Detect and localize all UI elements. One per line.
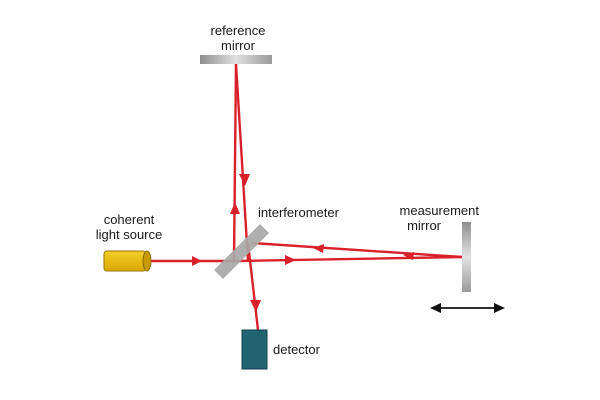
- laser-beams: [150, 63, 463, 331]
- arrowhead-left-return-a: [313, 244, 324, 253]
- arrowhead-down-reference: [239, 174, 250, 186]
- beam-arrowheads: [192, 174, 414, 312]
- arrowhead-up: [230, 202, 240, 214]
- light-source-label-line2: light source: [96, 227, 162, 242]
- beam-splitter-to-detector: [246, 242, 260, 331]
- reference-mirror: [200, 55, 272, 64]
- reference-mirror-label-line1: reference: [211, 23, 266, 38]
- light-source-label-line1: coherent: [104, 212, 155, 227]
- detector-label: detector: [273, 342, 321, 357]
- arrowhead-right-source: [192, 256, 202, 266]
- reference-mirror-label-line2: mirror: [221, 38, 256, 53]
- arrowhead-right-measurement: [285, 255, 296, 265]
- arrowhead-down-detector: [250, 300, 261, 312]
- measurement-mirror-label-line2: mirror: [407, 218, 442, 233]
- detector-icon: [241, 329, 268, 370]
- interferometer-label: interferometer: [258, 205, 340, 220]
- arrowhead-left-return-b: [403, 252, 414, 260]
- beam-splitter-to-measurement: [237, 255, 463, 263]
- measurement-mirror-label-line1: measurement: [400, 203, 480, 218]
- beam-measurement-return: [251, 241, 463, 259]
- measurement-mirror: [462, 222, 471, 292]
- beam-splitter-icon: [214, 224, 269, 279]
- laser-source-icon: [103, 250, 152, 272]
- beam-splitter-to-reference: [232, 63, 238, 262]
- double-arrow-icon: [430, 303, 505, 313]
- beam-reference-return: [234, 63, 250, 262]
